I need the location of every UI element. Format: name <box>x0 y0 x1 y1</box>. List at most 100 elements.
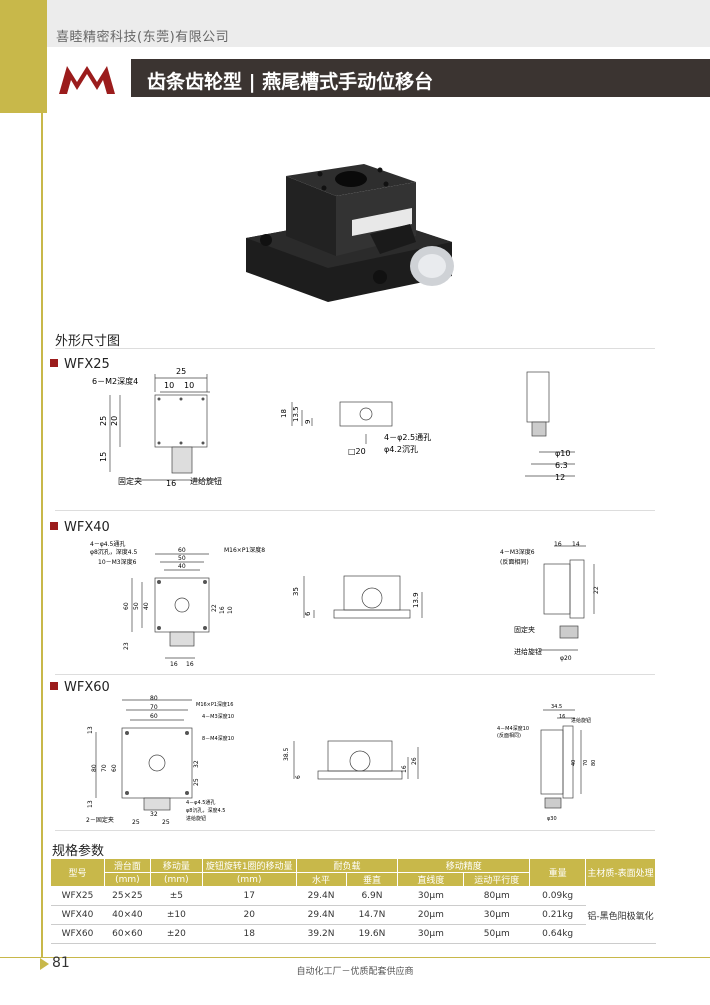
cell-per-turn: 18 <box>202 924 297 944</box>
dim-label: 25 <box>99 416 108 426</box>
dim-label: □20 <box>348 447 366 456</box>
dim-label: 80 <box>91 764 98 772</box>
dim-label: 32 <box>193 760 200 768</box>
col-header-table: 滑台面 <box>103 858 151 873</box>
dim-label: 12 <box>555 473 565 482</box>
dim-label: 10－M3深度6 <box>98 558 137 566</box>
table-row: WFX25 25×25 ±5 17 29.4N 6.9N 30μm 80μm 0… <box>50 886 656 944</box>
dim-label: 40 <box>571 760 577 766</box>
dim-label: 80 <box>591 760 597 766</box>
col-header-load-v: 垂直 <box>345 872 399 887</box>
cell-per-turn: 17 <box>202 886 297 906</box>
dim-label: M16×P1深度8 <box>224 546 265 554</box>
dim-label: 23 <box>123 642 130 650</box>
dim-label: 进给旋钮 <box>514 647 542 656</box>
dim-label: (反面相同) <box>497 732 521 739</box>
dim-label: 13 <box>87 800 94 808</box>
dim-label: 34.5 <box>551 704 562 710</box>
dim-label: 20 <box>110 416 119 426</box>
dim-label: 25 <box>176 367 186 376</box>
cell-parallel: 50μm <box>463 924 530 944</box>
dim-label: 26 <box>411 757 418 765</box>
dim-label: M16×P1深度16 <box>196 701 233 708</box>
col-header-material: 主材质-表面处理 <box>585 858 656 887</box>
dim-label: 6 <box>295 775 302 779</box>
cell-straight: 20μm <box>397 905 464 925</box>
dim-label: φ10 <box>555 449 570 458</box>
dim-label: 25 <box>193 778 200 786</box>
page-title: 齿条齿轮型 | 燕尾槽式手动位移台 <box>147 71 434 93</box>
dim-label: 60 <box>178 547 186 554</box>
dim-label: 16 <box>186 661 194 668</box>
cell-load-h: 29.4N <box>296 886 347 906</box>
model-name: WFX60 <box>64 680 110 695</box>
footer-rule <box>0 957 710 958</box>
dim-label: 15 <box>99 452 108 462</box>
dim-label: 13.5 <box>292 406 300 422</box>
cell-load-h: 29.4N <box>296 905 347 925</box>
cell-model: WFX40 <box>50 905 105 925</box>
cell-load-v: 6.9N <box>346 886 398 906</box>
dim-label: 25 <box>132 819 140 826</box>
model-heading-wfx25: WFX25 <box>50 357 110 372</box>
col-header-straight: 直线度 <box>397 872 465 887</box>
wfx40-side-view: 16 14 4－M3深度6 (反面相同) 22 固定夹 进给旋钮 φ20 <box>500 541 600 662</box>
model-name: WFX40 <box>64 520 110 535</box>
header-accent-block <box>0 0 47 113</box>
dim-label: 6.3 <box>555 461 568 470</box>
wfx40-front-view: 35 6 13.9 <box>292 575 423 619</box>
company-name: 喜睦精密科技(东莞)有限公司 <box>56 30 230 45</box>
cell-travel: ±5 <box>150 886 203 906</box>
bullet-square-icon <box>50 522 58 530</box>
bullet-square-icon <box>50 359 58 367</box>
cell-load-v: 14.7N <box>346 905 398 925</box>
dim-label: 10 <box>164 381 174 390</box>
dim-label: 9 <box>304 420 312 424</box>
col-header-unit: (mm) <box>103 872 151 887</box>
dim-label: 16 <box>554 541 562 548</box>
cell-table: 40×40 <box>104 905 151 925</box>
cell-material: 铝-黑色阳极氧化 <box>585 886 656 944</box>
col-header-unit: (mm) <box>149 872 203 887</box>
dim-label: 14 <box>572 541 580 548</box>
dim-label: 22 <box>211 604 218 612</box>
company-logo-icon <box>59 66 115 94</box>
dim-label: 13 <box>87 726 94 734</box>
col-header-accuracy: 移动精度 <box>397 858 531 873</box>
cell-weight: 0.21kg <box>529 905 586 925</box>
dim-label: 25 <box>162 819 170 826</box>
cell-travel: ±10 <box>150 905 203 925</box>
dim-label: 固定夹 <box>118 476 142 486</box>
product-photo <box>246 164 454 302</box>
wfx25-top-view: 25 10 10 6－M2深度4 25 20 15 固定夹 16 进给旋钮 <box>92 367 222 488</box>
wfx40-top-view: 4－φ4.5通孔 φ8沉孔，深度4.5 10－M3深度6 60 50 40 M1… <box>90 540 265 668</box>
dim-label: 4－φ4.5通孔 <box>186 799 215 806</box>
wfx25-side-view: φ10 6.3 12 <box>525 371 575 482</box>
spec-table: 型号 滑台面 移动量 旋钮旋转1圈的移动量 耐负载 移动精度 重量 主材质-表面… <box>50 858 656 944</box>
dim-label: 50 <box>178 555 186 562</box>
table-row: WFX60 60×60 ±20 18 39.2N 19.6N 30μm 50μm… <box>50 924 656 944</box>
col-header-load-h: 水平 <box>295 872 347 887</box>
model-heading-wfx40: WFX40 <box>50 520 110 535</box>
dim-label: 70 <box>583 760 589 766</box>
dim-label: 4－M4深度10 <box>497 725 529 732</box>
dim-label: 16 <box>219 606 226 614</box>
divider <box>55 348 655 349</box>
dim-label: 4－φ4.5通孔 <box>90 540 125 548</box>
dim-label: 35 <box>292 587 300 596</box>
cell-straight: 30μm <box>397 886 464 906</box>
wfx60-front-view: 38.5 6 16 26 <box>283 740 419 780</box>
dim-label: 60 <box>123 602 130 610</box>
dim-label: 8－M4深度10 <box>202 735 234 742</box>
dim-label: 进给旋钮 <box>571 717 591 724</box>
dim-label: 70 <box>150 704 158 711</box>
dim-label: 固定夹 <box>514 625 535 634</box>
dim-label: 70 <box>101 764 108 772</box>
dim-label: 进给旋钮 <box>190 476 222 486</box>
cell-straight: 30μm <box>397 924 464 944</box>
section-spec-heading: 规格参数 <box>52 844 105 859</box>
dim-label: 进给旋钮 <box>186 815 206 822</box>
col-header-load: 耐负载 <box>295 858 399 873</box>
wfx60-side-view: 34.5 16 4－M4深度10 (反面相同) 进给旋钮 40 70 80 φ3… <box>497 704 597 822</box>
wfx25-front-view: 18 13.5 9 □20 4－φ2.5通孔 φ4.2沉孔 <box>280 401 431 456</box>
